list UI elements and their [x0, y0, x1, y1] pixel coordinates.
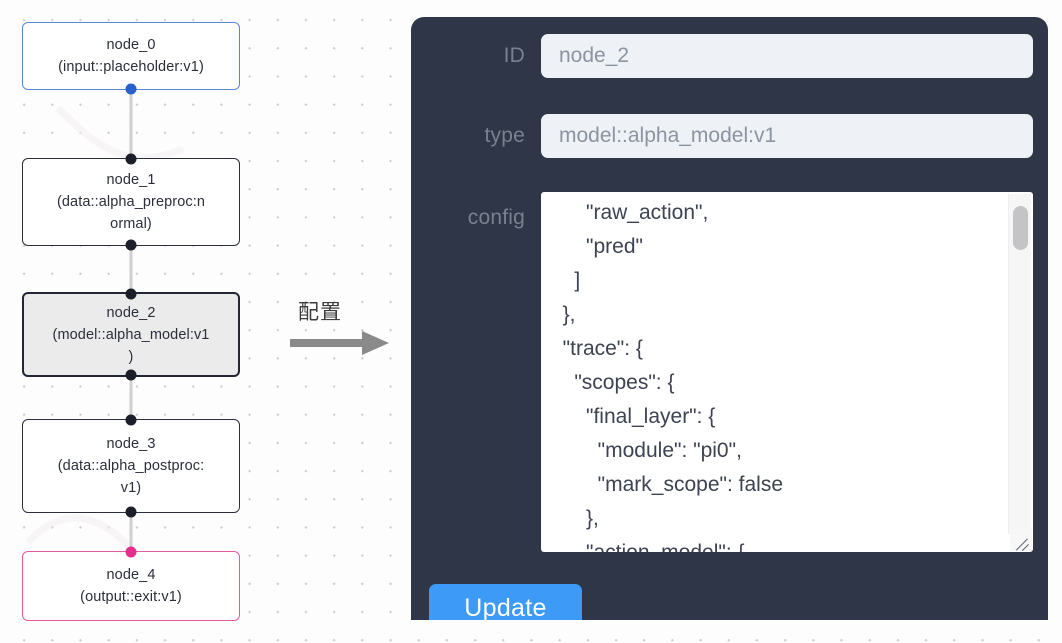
node-handle-target[interactable] [125, 288, 137, 300]
node-type-label: (model::alpha_model:v1 [52, 326, 210, 343]
node-type-label: (output::exit:v1) [80, 589, 182, 605]
node-id-label: node_0 [106, 37, 156, 53]
config-scrollbar-thumb[interactable] [1013, 206, 1028, 250]
config-field-label: config [467, 206, 525, 229]
node-handle-target[interactable] [125, 546, 137, 558]
node-handle-target[interactable] [125, 153, 137, 165]
id-input[interactable] [541, 34, 1033, 78]
arrow-right-icon [290, 331, 389, 355]
flow-node-node_2[interactable]: node_2 (model::alpha_model:v1 ) [22, 288, 240, 381]
node-handle-source[interactable] [125, 506, 137, 518]
config-textarea[interactable]: "raw_action", "pred" ] }, "trace": { "sc… [541, 192, 1033, 552]
flow-node-node_0[interactable]: node_0 (input::placeholder:v1) [22, 22, 240, 95]
field-row-id: ID [429, 34, 1033, 78]
flow-node-node_1[interactable]: node_1 (data::alpha_preproc:n ormal) [22, 153, 240, 251]
node-handle-target[interactable] [125, 414, 137, 426]
node-handle-source[interactable] [125, 369, 137, 381]
node-id-label: node_3 [106, 436, 156, 452]
flow-node-node_3[interactable]: node_3 (data::alpha_postproc: v1) [22, 414, 240, 518]
configure-annotation: 配置 [290, 296, 400, 358]
node-type-label: (data::alpha_preproc:n [56, 194, 206, 210]
annotation-label: 配置 [298, 300, 342, 324]
config-resize-handle[interactable] [1010, 529, 1032, 551]
node-id-label: node_1 [106, 172, 156, 188]
edge-node0-node1 [129, 90, 133, 158]
id-field-label: ID [503, 44, 525, 67]
node-id-label: node_4 [106, 567, 156, 583]
node-handle-source[interactable] [125, 239, 137, 251]
type-input[interactable] [541, 114, 1033, 158]
field-row-config: config "raw_action", "pred" ] }, "trace"… [429, 192, 1033, 552]
node-type-label-cont: ) [128, 348, 134, 365]
node-id-label: node_2 [106, 304, 156, 321]
node-type-label: (data::alpha_postproc: [57, 458, 205, 474]
edge-node1-node2 [129, 246, 133, 292]
edge-node3-node4 [129, 513, 133, 551]
config-scrollbar[interactable] [1008, 194, 1031, 534]
node-inspector-panel: ID type config "raw_action", "pred" ] },… [411, 17, 1048, 620]
field-row-type: type [429, 114, 1033, 158]
node-type-label-cont: v1) [120, 480, 142, 496]
type-field-label: type [484, 124, 525, 147]
node-type-label-cont: ormal) [110, 216, 152, 232]
edge-node2-node3 [129, 377, 133, 419]
node-handle-source[interactable] [125, 83, 137, 95]
node-type-label: (input::placeholder:v1) [58, 59, 204, 75]
update-button[interactable]: Update [429, 584, 582, 620]
config-editor-wrap: "raw_action", "pred" ] }, "trace": { "sc… [541, 192, 1033, 552]
flow-node-node_4[interactable]: node_4 (output::exit:v1) [22, 546, 240, 621]
